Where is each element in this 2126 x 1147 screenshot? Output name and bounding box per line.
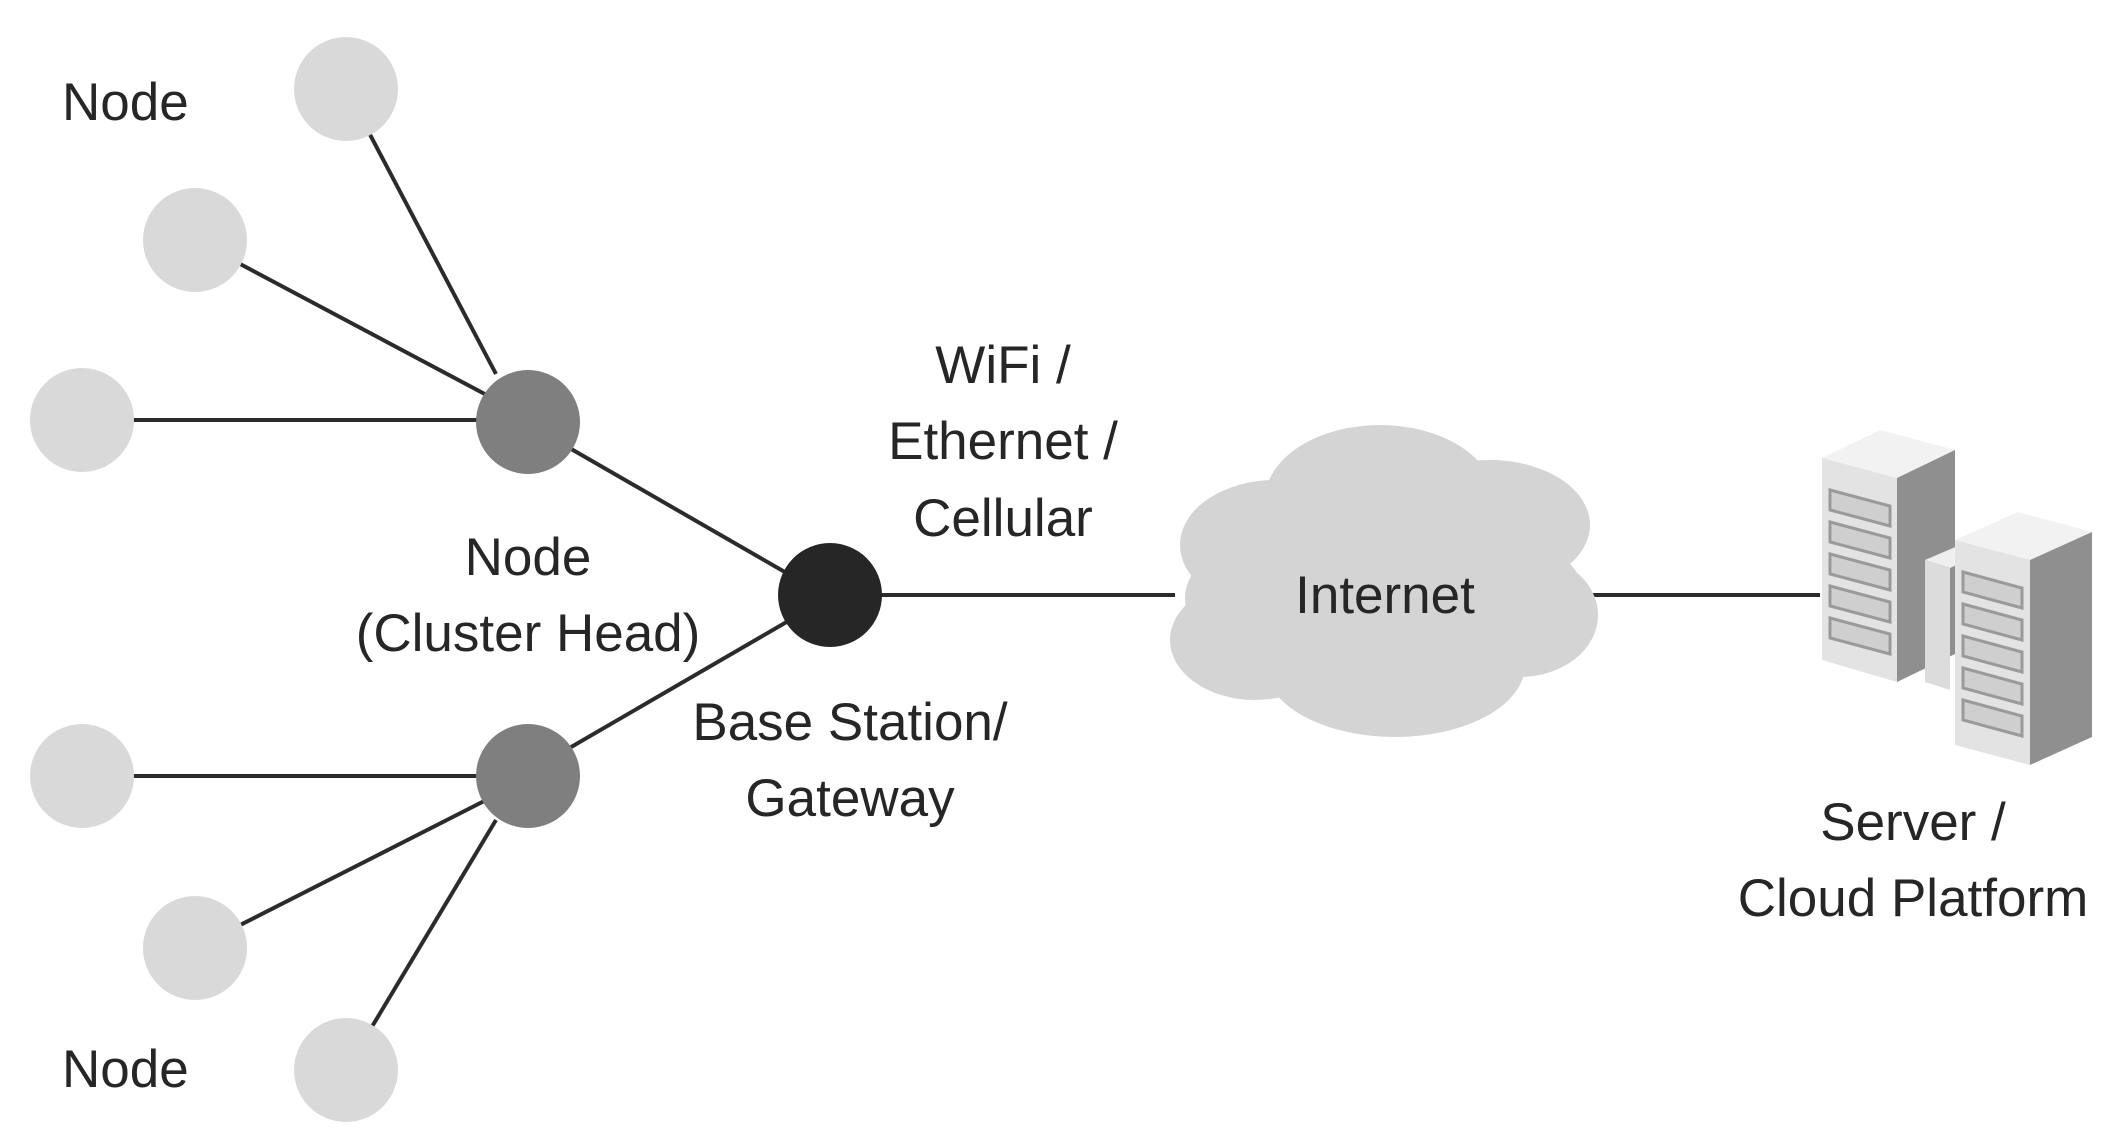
link-cluster-head-top-to-gateway [565,444,791,577]
link-leaf-1-to-cluster-head-top [344,88,498,375]
leaf-node-6 [294,1018,398,1122]
server-label-line1: Server / [1820,793,2006,852]
server-label-line2: Cloud Platform [1738,869,2089,928]
cluster-head-top [476,370,580,474]
link-leaf-2-to-cluster-head-top [194,238,497,402]
node-label-bottom: Node [62,1040,189,1099]
server-right [1955,512,2092,765]
cluster-head-bottom [476,724,580,828]
leaf-nodes [30,37,398,1122]
link-type-label-line2: Ethernet / [888,412,1118,471]
leaf-node-3 [30,368,134,472]
link-leaf-5-to-cluster-head-bottom [194,793,497,950]
cluster-heads [476,370,580,828]
link-type-label-line3: Cellular [913,489,1093,548]
links [82,88,1820,1072]
cluster-head-label-line1: Node [465,528,592,587]
cloud-icon [1170,425,1598,737]
gateway-label-line2: Gateway [745,769,955,828]
leaf-node-5 [143,896,247,1000]
link-type-label-line1: WiFi / [935,336,1071,395]
gateway-label-line1: Base Station/ [692,693,1008,752]
cluster-head-label-line2: (Cluster Head) [356,604,701,663]
internet-label: Internet [1295,566,1475,625]
link-cluster-head-bottom-to-gateway [564,618,792,752]
node-label-top: Node [62,73,189,132]
leaf-node-4 [30,724,134,828]
gateway-node [778,543,882,647]
leaf-node-1 [294,37,398,141]
server-rack-icon [1822,430,2092,765]
leaf-node-2 [143,188,247,292]
